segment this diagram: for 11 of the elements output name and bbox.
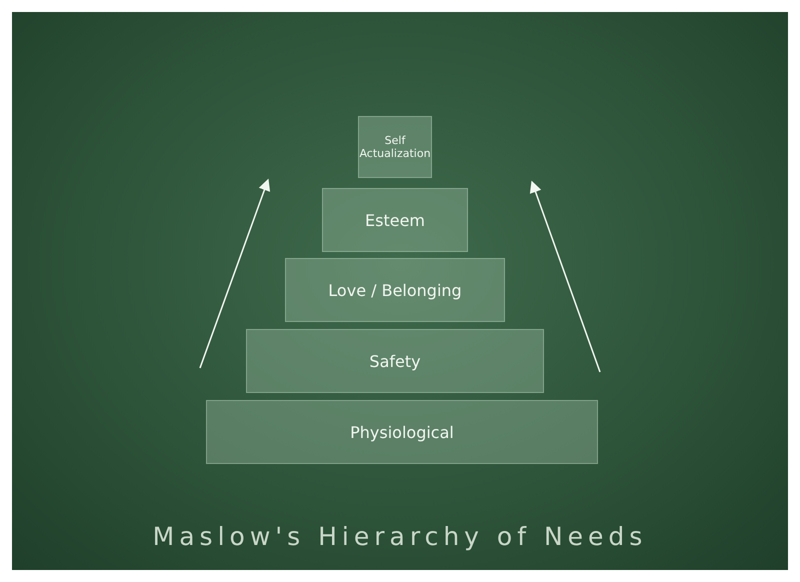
level-label: Physiological — [350, 422, 454, 442]
level-label: Esteem — [365, 210, 425, 230]
pyramid-level — [322, 188, 468, 252]
level-label: Self Actualization — [359, 134, 431, 160]
level-label: Love / Belonging — [328, 280, 462, 300]
level-label: Safety — [369, 352, 421, 370]
pyramid-level — [358, 116, 432, 178]
pyramid-level — [285, 258, 505, 322]
caption: Maslow's Hierarchy of Needs — [152, 522, 648, 551]
pyramid-level — [246, 329, 544, 393]
pyramid-level — [206, 400, 598, 464]
